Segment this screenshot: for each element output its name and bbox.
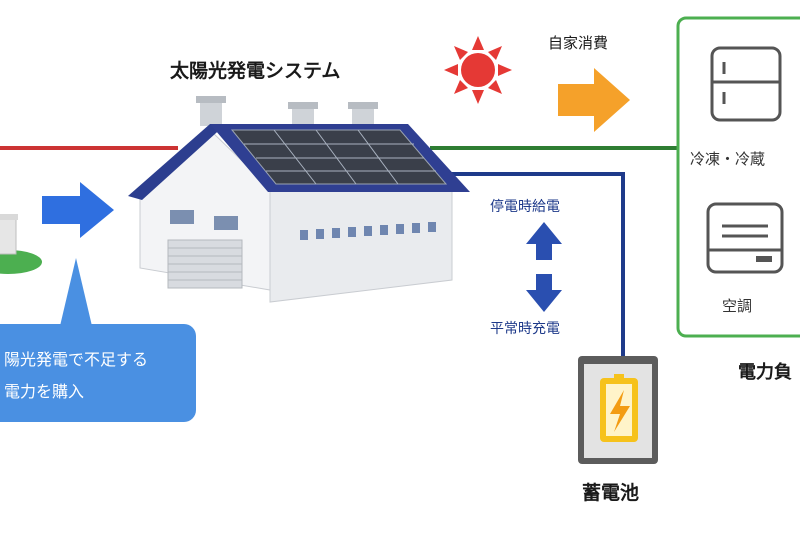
battery-icon: [578, 356, 658, 464]
callout-line-1: 陽光発電で不足する: [4, 350, 149, 369]
lightning-icon: [610, 390, 630, 432]
purchase-callout: 陽光発電で不足する 電力を購入: [0, 324, 196, 422]
fridge-label: 冷凍・冷蔵: [690, 150, 766, 168]
purchase-arrow-icon: [42, 182, 114, 238]
outage-supply-label: 停電時給電: [490, 199, 560, 215]
power-load-label: 電力負: [738, 362, 792, 383]
callout-line-2: 電力を購入: [4, 382, 85, 401]
self-consumption-arrow-icon: [558, 68, 630, 132]
solar-panel-icon: [230, 129, 448, 185]
bidirectional-arrow-icon: [526, 222, 562, 312]
aircon-label: 空調: [722, 297, 753, 315]
fridge-icon: [710, 46, 782, 122]
normal-charge-label: 平常時充電: [490, 321, 560, 337]
system-title: 太陽光発電システム: [170, 60, 341, 82]
battery-label: 蓄電池: [582, 482, 640, 504]
factory-icon: [128, 96, 470, 303]
grid-meter-icon: [0, 214, 42, 274]
sun-icon: [444, 36, 512, 104]
callout-pointer: [60, 258, 92, 326]
battery-power-line: [450, 172, 625, 360]
aircon-icon: [706, 202, 784, 274]
self-consumption-label: 自家消費: [548, 34, 609, 52]
power-load-box: [676, 16, 800, 338]
